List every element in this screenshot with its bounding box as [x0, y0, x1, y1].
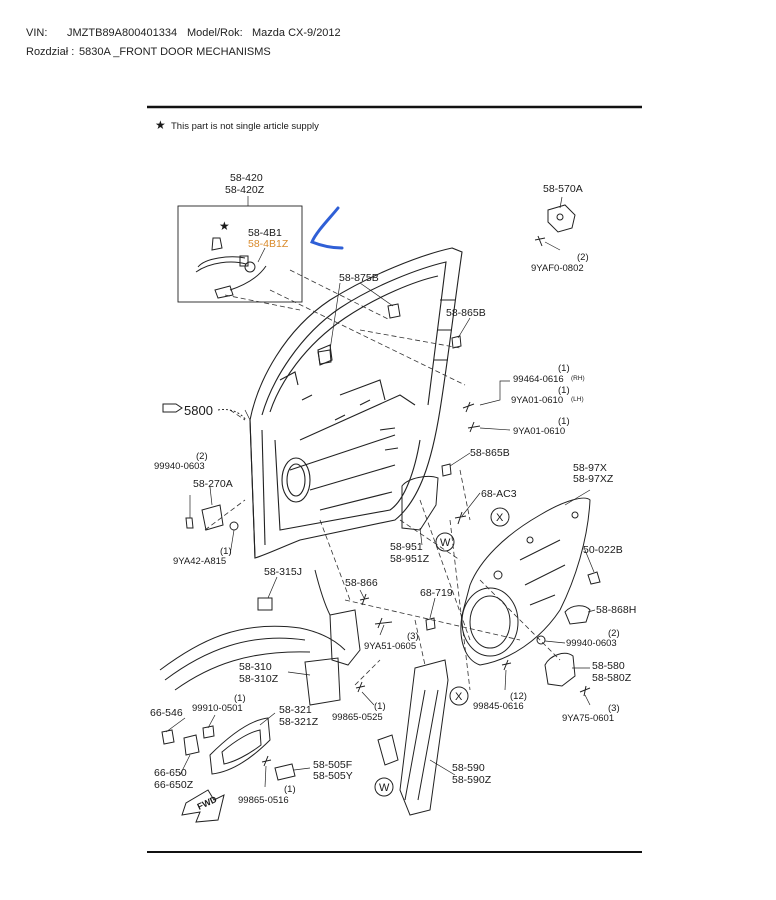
label-58-505Y: 58-505Y — [313, 770, 353, 782]
label-58-310Z: 58-310Z — [239, 673, 279, 685]
legend-note: This part is not single article supply — [171, 121, 319, 132]
label-99940-0603-a: 99940-0603 — [154, 461, 205, 472]
marker-w-lower: W — [379, 782, 390, 794]
label-58-590: 58-590 — [452, 762, 485, 774]
label-99464-qty: (1) — [558, 363, 570, 374]
label-99865-0516: 99865-0516 — [238, 795, 289, 806]
label-58-951Z: 58-951Z — [390, 553, 430, 565]
label-58-868H: 58-868H — [596, 604, 636, 616]
legend-star-icon: ★ — [155, 118, 166, 132]
label-58-310: 58-310 — [239, 661, 272, 673]
label-9YA01-0610: 9YA01-0610 — [513, 426, 565, 437]
label-58-590Z: 58-590Z — [452, 774, 492, 786]
label-58-866: 58-866 — [345, 577, 378, 589]
label-99940-0603-b: 99940-0603 — [566, 638, 617, 649]
label-58-321: 58-321 — [279, 704, 312, 716]
label-99464-0616: 99464-0616 — [513, 374, 564, 385]
section-label: Rozdział : — [26, 46, 75, 58]
label-9YA01-0610-lh: 9YA01-0610 — [511, 395, 563, 406]
label-58-315J: 58-315J — [264, 566, 302, 578]
model-value: Mazda CX-9/2012 — [252, 27, 341, 39]
model-label: Model/Rok: — [187, 27, 243, 39]
outside-handle-assembly — [195, 237, 267, 299]
label-99865-0516-qty: (1) — [284, 784, 296, 795]
label-9YA01-lh: (LH) — [571, 396, 584, 403]
label-58-270A: 58-270A — [193, 478, 233, 490]
label-99940-qty-a: (2) — [196, 451, 208, 462]
star-marker-icon: ★ — [219, 219, 230, 233]
label-68-719: 68-719 — [420, 587, 453, 599]
label-58-951: 58-951 — [390, 541, 423, 553]
marker-x-upper: X — [496, 512, 504, 524]
label-58-580: 58-580 — [592, 660, 625, 672]
door-frame — [249, 247, 463, 559]
label-58-570A: 58-570A — [543, 183, 583, 195]
forward-arrow-icon: FWD — [181, 789, 225, 823]
circle-markers — [374, 507, 510, 797]
dashed-guide-lines — [204, 269, 561, 691]
label-58-505F: 58-505F — [313, 759, 352, 771]
label-58-321Z: 58-321Z — [279, 716, 319, 728]
label-9YA51-0605: 9YA51-0605 — [364, 641, 416, 652]
ref-5800-label: 5800 — [184, 403, 213, 418]
label-99865-0525: 99865-0525 — [332, 712, 383, 723]
vin-value: JMZTB89A800401334 — [67, 27, 178, 39]
section-value: 5830A _FRONT DOOR MECHANISMS — [79, 46, 271, 58]
label-58-580Z: 58-580Z — [592, 672, 632, 684]
label-66-650: 66-650 — [154, 767, 187, 779]
label-99464-rh: (RH) — [571, 375, 585, 382]
label-9YAF0-0802: 9YAF0-0802 — [531, 263, 584, 274]
label-58-875B: 58-875B — [339, 272, 379, 284]
label-9YA75-qty: (3) — [608, 703, 620, 714]
label-66-650Z: 66-650Z — [154, 779, 194, 791]
label-68-AC3: 68-AC3 — [481, 488, 517, 500]
label-58-420Z: 58-420Z — [225, 184, 265, 196]
label-58-865B-lower: 58-865B — [470, 447, 510, 459]
label-99845-qty: (12) — [510, 691, 527, 702]
label-66-546: 66-546 — [150, 707, 183, 719]
marker-x-lower: X — [455, 691, 463, 703]
vin-label: VIN: — [26, 27, 48, 39]
label-50-022B: 50-022B — [583, 544, 623, 556]
label-99910-qty: (1) — [234, 693, 246, 704]
label-9YA01-lh-qty: (1) — [558, 385, 570, 396]
label-58-420: 58-420 — [230, 172, 263, 184]
label-9YA01-qty: (1) — [558, 416, 570, 427]
label-9YA51-qty: (3) — [407, 631, 419, 642]
label-99940-qty-b: (2) — [608, 628, 620, 639]
label-58-97X: 58-97X — [573, 462, 607, 474]
label-58-97XZ: 58-97XZ — [573, 473, 614, 485]
label-9YA75-0601: 9YA75-0601 — [562, 713, 614, 724]
label-58-4B1Z-highlighted: 58-4B1Z — [248, 238, 289, 250]
label-9YAF0-qty: (2) — [577, 252, 589, 263]
label-99910-0501: 99910-0501 — [192, 703, 243, 714]
hand-drawn-arrow-annotation — [310, 206, 344, 250]
leader-lines — [165, 196, 596, 788]
label-99865-0525-qty: (1) — [374, 701, 386, 712]
label-58-865B-upper: 58-865B — [446, 307, 486, 319]
label-9YA42-A815: 9YA42-A815 — [173, 556, 226, 567]
marker-w-upper: W — [440, 537, 451, 549]
part-shapes — [159, 204, 601, 816]
label-9YA42-qty: (1) — [220, 546, 232, 557]
ref-5800-pointer — [162, 403, 247, 421]
label-58-4B1: 58-4B1 — [248, 227, 282, 239]
label-99845-0616: 99845-0616 — [473, 701, 524, 712]
outside-handle-inset-box — [177, 205, 303, 303]
